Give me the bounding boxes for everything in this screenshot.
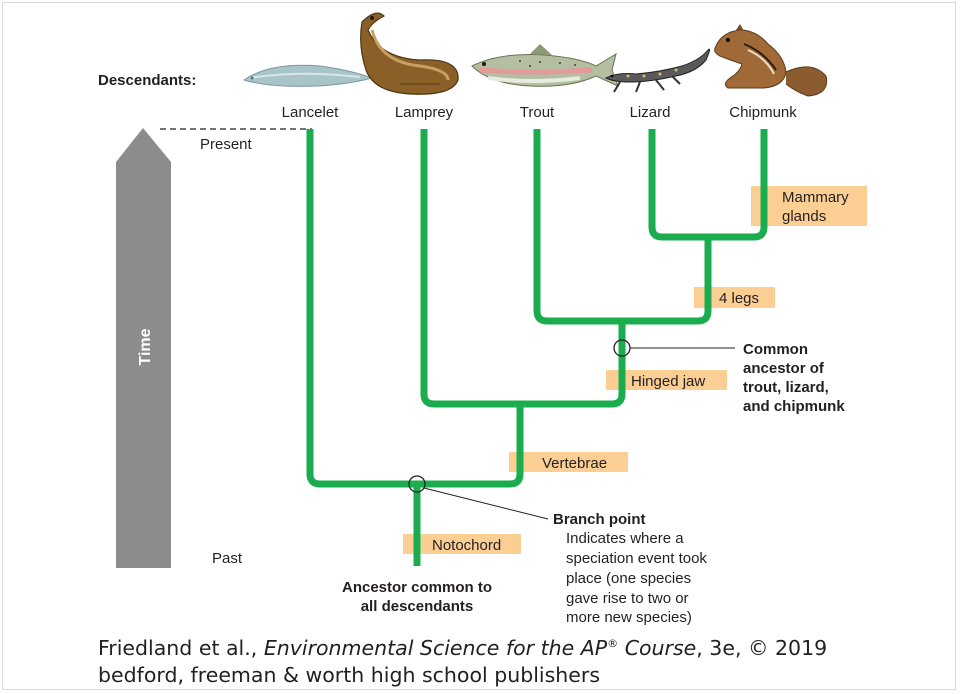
common-ancestor-line-3: trout, lizard, (743, 379, 829, 396)
hinged-jaw-box (606, 370, 727, 390)
four-legs-label: 4 legs (719, 290, 759, 307)
lizard-icon (604, 48, 711, 93)
branch-point-leader (423, 487, 549, 520)
credit-book-title: Environmental Science for the AP (263, 636, 608, 660)
present-label: Present (200, 136, 253, 153)
mammary-box (751, 186, 867, 226)
trait-boxes (403, 186, 867, 554)
root-label-1: Ancestor common to (342, 579, 492, 596)
credit-edition: , 3e, © 2019 (696, 636, 828, 660)
hinged-jaw-label: Hinged jaw (631, 373, 705, 390)
lancelet-icon (242, 64, 374, 87)
branch-point-title: Branch point (553, 511, 646, 528)
branch-point-desc-1: Indicates where a (566, 530, 684, 547)
lamprey-icon (360, 12, 459, 95)
branch-lamprey (420, 129, 626, 408)
common-ancestor-annotation: Common ancestor of trout, lizard, and ch… (743, 341, 845, 415)
past-label: Past (212, 550, 243, 567)
branch-point-node (408, 475, 426, 493)
time-label: Time (137, 328, 154, 365)
vertebrae-label: Vertebrae (542, 455, 607, 472)
common-ancestor-line-4: and chipmunk (743, 398, 845, 415)
time-arrow (116, 128, 171, 568)
branch-point-annotation: Branch point Indicates where a speciatio… (553, 511, 707, 626)
branches (306, 129, 768, 566)
descendant-name-lamprey: Lamprey (395, 104, 454, 121)
branch-point-desc-4: gave rise to two or (566, 590, 689, 607)
chipmunk-icon (714, 24, 828, 97)
notochord-label: Notochord (432, 537, 501, 554)
branch-lizard (648, 129, 768, 241)
credit-book-title-end: Course (618, 636, 697, 660)
mammary-label-1: Mammary (782, 189, 849, 206)
descendants-label: Descendants: (98, 72, 196, 89)
four-legs-box (694, 287, 775, 308)
branch-point-desc-2: speciation event took (566, 550, 707, 567)
credit-line-2: bedford, freeman & worth high school pub… (98, 663, 601, 687)
notochord-box (403, 534, 521, 554)
credit-authors: Friedland et al., (98, 636, 264, 660)
descendant-name-lancelet: Lancelet (282, 104, 340, 121)
mammary-label-2: glands (782, 208, 826, 225)
branch-point-desc-3: place (one species (566, 570, 691, 587)
credit-line-1: Friedland et al., Environmental Science … (98, 636, 827, 660)
common-ancestor-line-1: Common (743, 341, 808, 358)
branch-trout (533, 129, 712, 325)
descendant-name-lizard: Lizard (630, 104, 671, 121)
trout-icon (471, 44, 619, 87)
vertebrae-box (509, 452, 628, 472)
common-ancestor-line-2: ancestor of (743, 360, 825, 377)
descendant-name-trout: Trout (520, 104, 555, 121)
branch-lancelet (306, 129, 524, 488)
branch-point-desc-5: more new species) (566, 609, 692, 626)
root-label-2: all descendants (361, 598, 474, 615)
descendant-name-chipmunk: Chipmunk (729, 104, 797, 121)
credit-registered: ® (607, 637, 619, 651)
